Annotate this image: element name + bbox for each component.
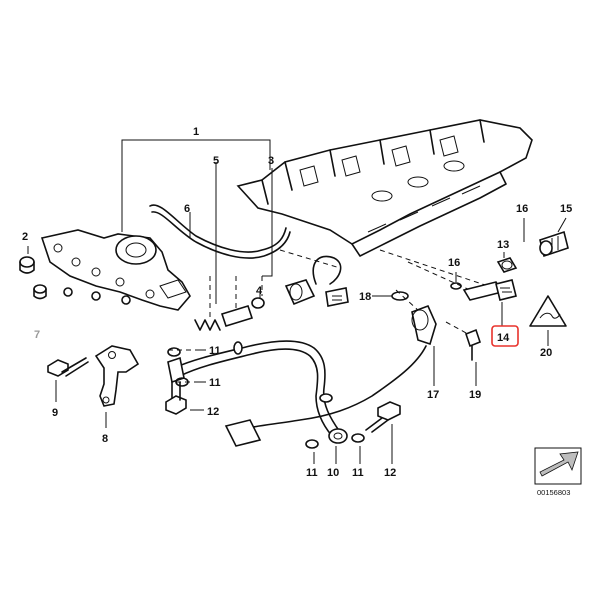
plug-part-2	[19, 256, 35, 274]
callout-2: 2	[22, 231, 28, 243]
callout-8: 8	[102, 433, 108, 445]
vanos-unit	[40, 229, 191, 311]
oil-line-hose	[167, 340, 341, 437]
bolt-12-right	[365, 401, 401, 433]
screw-19	[465, 328, 481, 361]
callout-19: 19	[469, 389, 481, 401]
callout-16-middle: 16	[448, 257, 460, 269]
solenoid-valve-parts	[194, 279, 316, 331]
callout-6: 6	[184, 203, 190, 215]
callout-11-d: 11	[352, 467, 364, 479]
callout-11-a: 11	[209, 345, 221, 357]
callout-17: 17	[427, 389, 439, 401]
callout-14: 14	[497, 332, 510, 344]
banjo-fitting-10	[328, 428, 348, 444]
reference-number: 00156803	[537, 488, 570, 497]
oil-pipe-connector	[312, 255, 349, 307]
gasket	[149, 204, 291, 259]
seal-ring-16	[450, 282, 462, 290]
callout-7: 7	[34, 329, 40, 341]
callout-1: 1	[193, 126, 199, 138]
callout-11-c: 11	[306, 467, 318, 479]
sensor-15	[539, 230, 569, 258]
bolt-13	[496, 257, 518, 273]
bracket	[94, 345, 140, 407]
plug-part-7	[33, 284, 47, 300]
callout-13: 13	[497, 239, 509, 251]
sealing-rings	[167, 347, 365, 449]
bolt-9	[47, 357, 89, 377]
callout-14-highlight-box	[491, 325, 519, 347]
callout-12-left: 12	[207, 406, 219, 418]
callout-5: 5	[213, 155, 219, 167]
callout-12-right: 12	[384, 467, 396, 479]
warning-triangle-icon	[529, 295, 567, 327]
callout-9: 9	[52, 407, 58, 419]
leader-lines	[27, 139, 567, 464]
callout-18: 18	[359, 291, 371, 303]
callout-3: 3	[268, 155, 274, 167]
sensor-17	[224, 304, 437, 447]
callout-20: 20	[540, 347, 552, 359]
bolt-12-left	[165, 379, 187, 415]
cylinder-head	[236, 119, 533, 257]
callout-10: 10	[327, 467, 339, 479]
callout-15: 15	[560, 203, 572, 215]
seal-ring-18	[391, 291, 409, 301]
callout-16-top: 16	[516, 203, 528, 215]
callout-labels: 1 5 3 6 2 7 4 18 16 15 13 16 14 20 11 11…	[22, 126, 572, 479]
reference-arrow-icon	[539, 451, 579, 477]
callout-11-b: 11	[209, 377, 221, 389]
sensor-14	[462, 279, 517, 301]
assembly-guide-lines	[168, 249, 501, 383]
callout-4: 4	[256, 285, 263, 297]
diagram-reference-box: 00156803	[534, 447, 582, 497]
